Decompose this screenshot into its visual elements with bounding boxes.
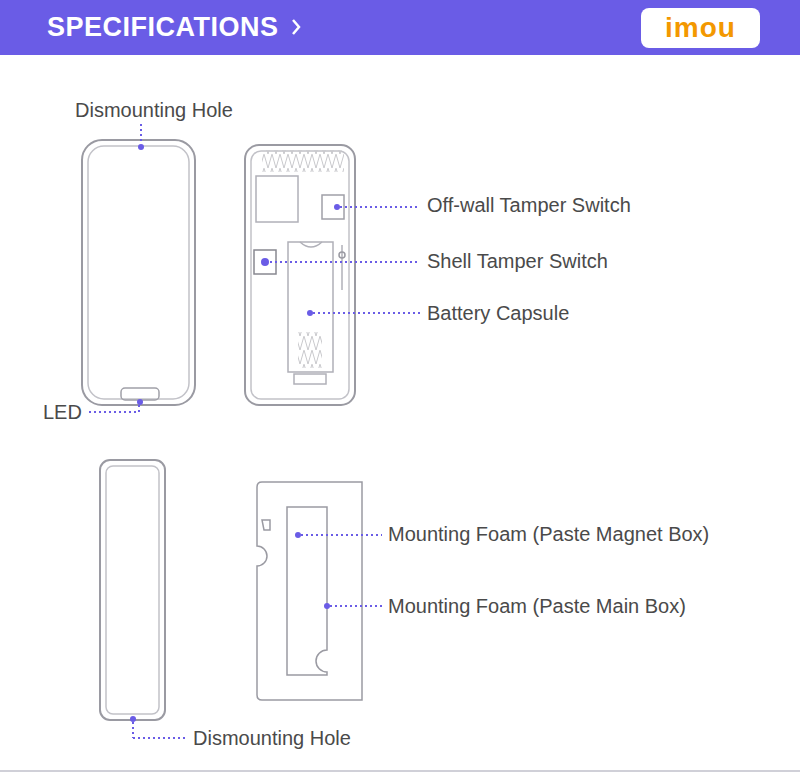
page-title: SPECIFICATIONS xyxy=(47,12,279,42)
part-label: Shell Tamper Switch xyxy=(427,249,608,273)
part-label: Off-wall Tamper Switch xyxy=(427,193,631,217)
main-box-front xyxy=(82,140,195,405)
magnet-box xyxy=(100,460,165,720)
part-label: LED xyxy=(43,400,82,424)
logo-badge: imou xyxy=(641,8,760,48)
part-label: Mounting Foam (Paste Magnet Box) xyxy=(388,522,709,546)
part-label: Dismounting Hole xyxy=(193,726,351,750)
part-label: Battery Capsule xyxy=(427,301,569,325)
chevron xyxy=(293,20,299,34)
header-bar xyxy=(0,0,800,55)
part-label: Dismounting Hole xyxy=(75,98,233,122)
part-label: Mounting Foam (Paste Main Box) xyxy=(388,594,686,618)
bottom-rule xyxy=(0,770,800,772)
main-box-back xyxy=(245,145,355,405)
brand-logo: imou xyxy=(641,8,760,48)
mounting-foam xyxy=(257,482,362,700)
